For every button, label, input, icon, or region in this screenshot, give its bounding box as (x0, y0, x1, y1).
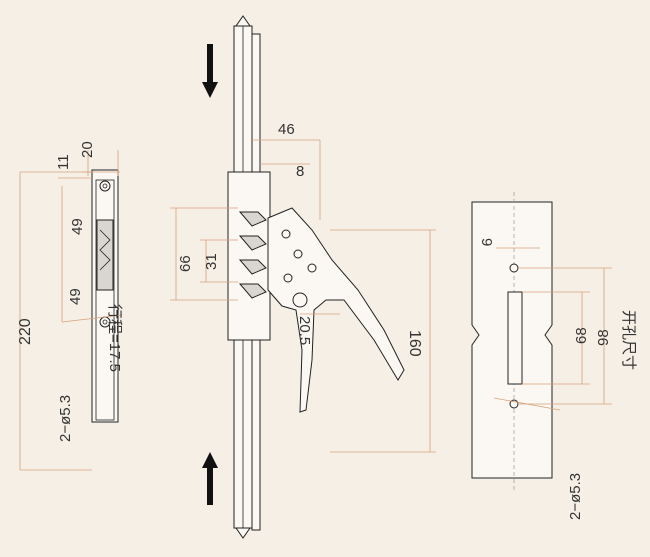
arrow-down-icon (202, 44, 218, 98)
dim-text-98: 98 (595, 329, 612, 346)
dim-text-11: 11 (55, 154, 72, 170)
handle-pin-3 (307, 263, 317, 273)
left-side-view: 20 11 49 49 220 2−ø5.3 (17, 141, 123, 471)
rod-bottom-tip (235, 527, 251, 539)
left-spring (99, 229, 111, 271)
dim-text-66: 66 (177, 255, 194, 272)
dim-text-9: 9 (478, 238, 495, 246)
latch-handle (267, 207, 405, 413)
dim-text-220: 220 (17, 318, 34, 345)
dim-text-68: 68 (573, 327, 590, 344)
left-bar-inner (95, 179, 115, 421)
rod-top-tip (235, 15, 251, 27)
handle-pin-4 (283, 273, 293, 283)
handle-pivot (292, 292, 308, 308)
dim-text-8: 8 (296, 163, 304, 180)
center-housing (227, 171, 271, 341)
cam-2 (238, 235, 267, 251)
cam-4 (238, 283, 267, 299)
hole-callout-left: 2−ø5.3 (57, 395, 74, 442)
handle-pin-1 (281, 229, 291, 239)
dim-text-20: 20 (79, 141, 96, 158)
slot-cutout (507, 291, 523, 385)
hole-leader-left (61, 314, 123, 323)
dim-text-49-upper: 49 (69, 218, 86, 235)
center-front-view: 46 8 66 31 行程=17.5 20.5 160 (106, 15, 436, 539)
dim-text-20-5: 20.5 (296, 316, 313, 345)
cutout-size-label: 开孔尺寸 (620, 310, 637, 370)
cam-1 (238, 211, 267, 227)
dim-text-160: 160 (406, 330, 423, 357)
left-top-hole-core (102, 183, 108, 189)
right-cutout-view: 9 68 98 开孔尺寸 2−ø5.3 (471, 192, 637, 520)
top-mount-hole (509, 263, 519, 273)
cam-3 (238, 259, 267, 275)
arrow-up-icon (202, 452, 218, 505)
stroke-label: 行程=17.5 (106, 304, 123, 372)
dim-text-49-lower: 49 (67, 288, 84, 305)
handle-pin-2 (293, 249, 303, 259)
dim-text-46: 46 (278, 121, 295, 138)
left-top-hole (99, 180, 111, 192)
left-bottom-hole-core (102, 319, 108, 325)
dim-text-31: 31 (203, 253, 220, 270)
hole-callout-right: 2−ø5.3 (567, 473, 584, 520)
hole-leader-right (493, 397, 561, 411)
